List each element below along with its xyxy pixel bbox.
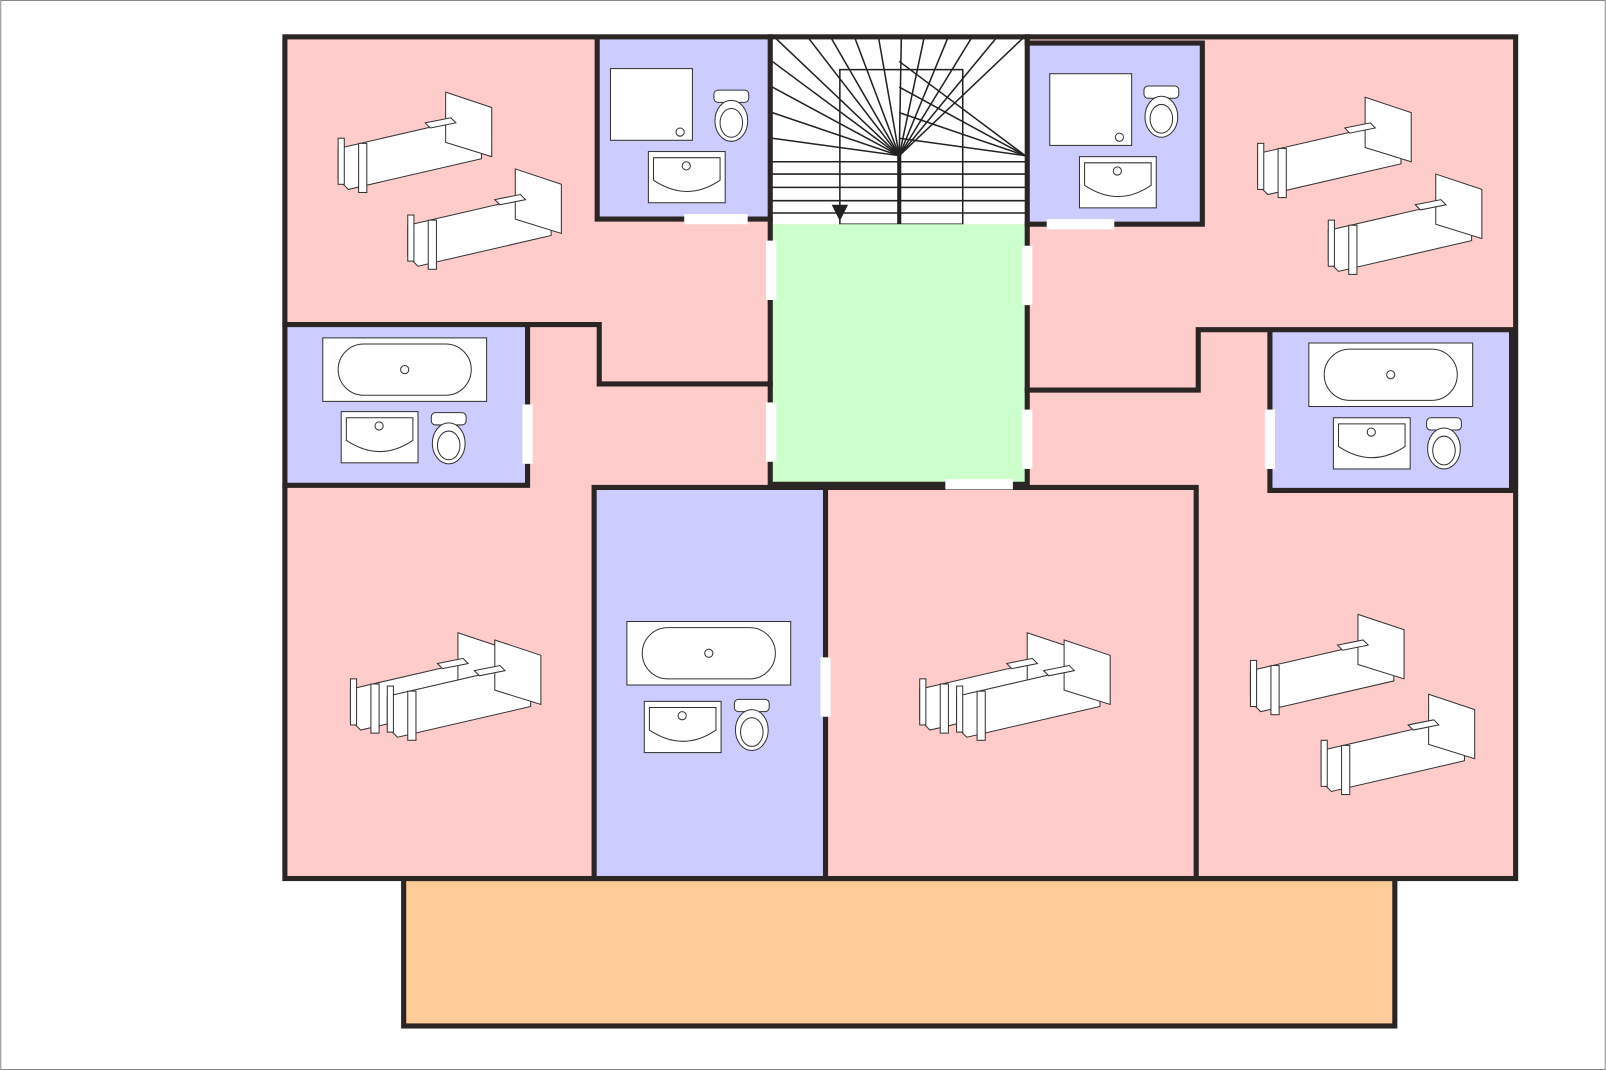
toilet-icon — [1143, 85, 1180, 138]
sink-icon — [340, 411, 419, 464]
sink-icon — [1078, 156, 1157, 209]
toilet-icon — [733, 698, 770, 752]
stair-step — [772, 137, 900, 157]
stair-step — [898, 38, 903, 156]
doors — [522, 214, 1276, 717]
bathtub-icon — [1308, 342, 1474, 408]
stair-step — [771, 86, 900, 157]
stair-step — [898, 38, 972, 157]
toilet-icon — [1426, 417, 1462, 470]
sink-icon — [1332, 417, 1411, 470]
stair-step — [772, 111, 900, 157]
stair-step — [808, 38, 900, 157]
bathtub-icon — [322, 337, 488, 402]
stair-step — [775, 38, 900, 157]
toilet-icon — [713, 89, 750, 142]
stair-arrow-icon — [831, 204, 849, 222]
hallway — [772, 224, 1027, 485]
stair-step — [831, 38, 900, 157]
stair-step — [898, 38, 949, 156]
stair-step — [854, 38, 900, 156]
sink-icon — [643, 700, 722, 754]
sink-icon — [647, 151, 726, 204]
stair-step — [898, 38, 925, 156]
stair-step — [898, 38, 1023, 157]
staircase — [770, 36, 1028, 231]
terrace — [401, 875, 1398, 1029]
stair-step — [771, 60, 900, 157]
shower-icon — [1049, 73, 1133, 146]
stair-step — [878, 38, 901, 156]
bathtub-icon — [626, 621, 792, 686]
shower-icon — [609, 68, 693, 141]
toilet-icon — [430, 412, 467, 465]
